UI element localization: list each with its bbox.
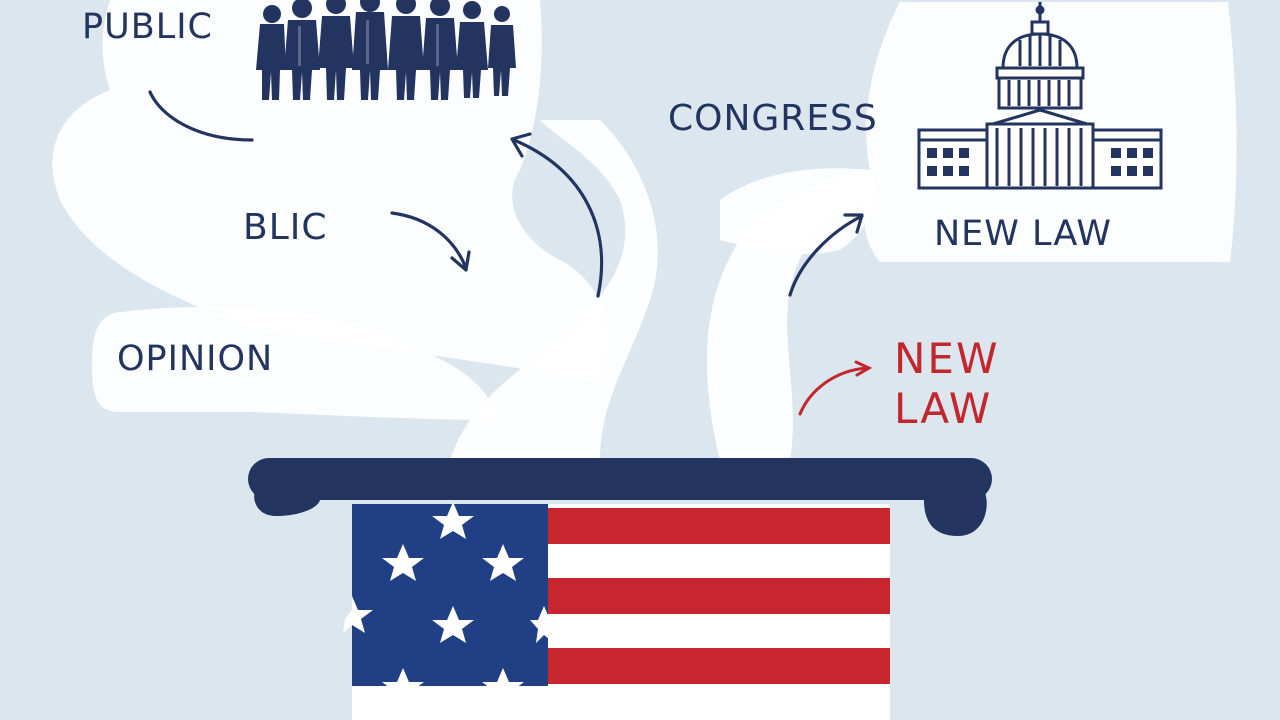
label-congress: CONGRESS	[668, 98, 878, 139]
label-opinion: OPINION	[117, 339, 274, 379]
podium-top-bar	[248, 458, 992, 500]
podium-right-scroll	[924, 480, 987, 536]
arrow-up-left-head	[510, 132, 532, 158]
smoke-stream-left	[450, 120, 658, 460]
arrow-public-curve	[148, 90, 254, 142]
label-new-law-red-line1: NEW	[894, 334, 1000, 383]
label-new-law-red: NEW LAW	[894, 334, 999, 435]
label-new-law: NEW LAW	[934, 214, 1112, 254]
arrow-up-right-head	[843, 213, 864, 234]
podium-left-scroll	[254, 480, 320, 516]
label-public: PUBLIC	[82, 7, 213, 47]
arrow-up-left-stream	[512, 138, 604, 298]
smoke-stream-right	[706, 170, 880, 460]
people-group-icon	[256, 0, 516, 100]
arrow-blic-head	[450, 250, 471, 272]
arrow-up-right-stream	[788, 214, 864, 297]
label-blic: BLIC	[243, 207, 328, 248]
arrow-red	[798, 366, 870, 416]
arrow-red-head	[854, 360, 873, 377]
capitol-building-icon	[917, 2, 1163, 190]
us-flag	[343, 502, 890, 720]
arrow-blic-down	[390, 211, 468, 270]
label-new-law-red-line2: LAW	[894, 384, 993, 434]
opinion-cloud	[92, 307, 500, 420]
podium	[248, 458, 992, 720]
